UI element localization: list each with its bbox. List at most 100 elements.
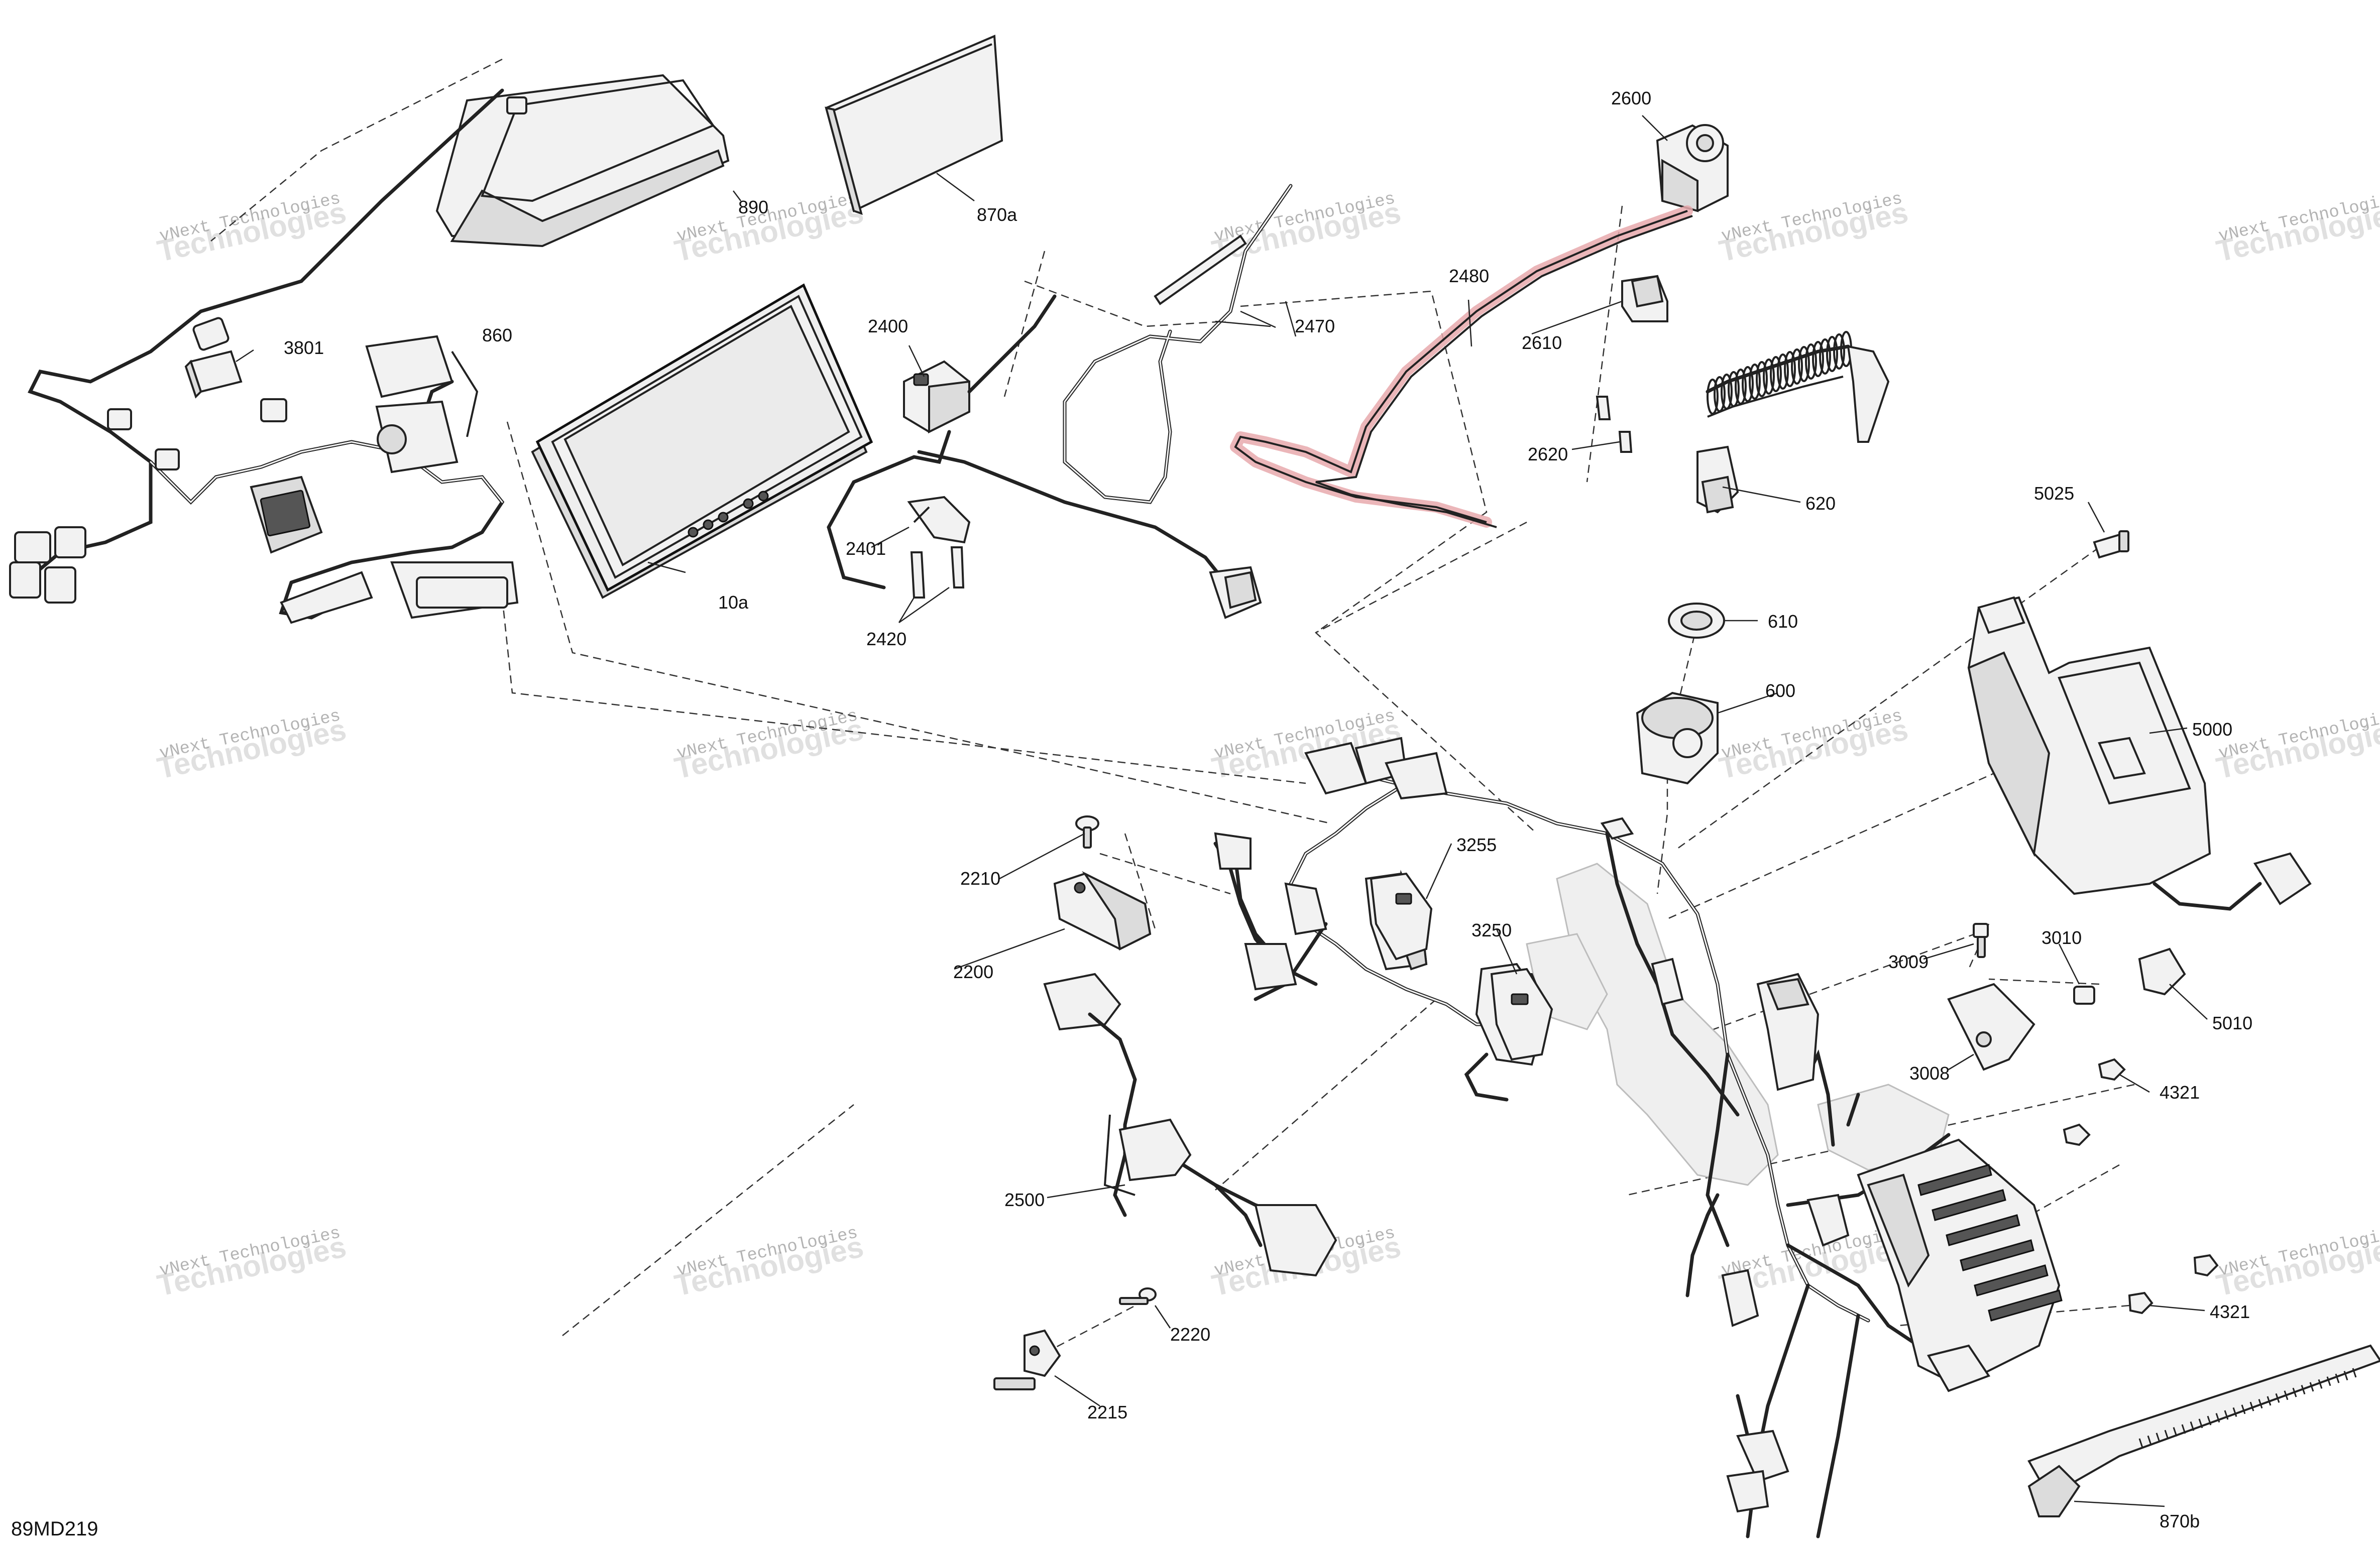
label-3250: 3250 [1471,920,1512,940]
part-3009-screw [1973,923,1989,958]
part-2220-screw [1119,1287,1157,1305]
label-2600: 2600 [1611,88,1651,108]
coil-loop [1812,341,1824,377]
strap-tooth [2275,1393,2280,1403]
coil-loop [1833,333,1845,370]
label-2610: 2610 [1522,332,1562,353]
part-2620-screws [1596,396,1633,453]
part-2210-screw [1075,815,1099,849]
strap-tooth [2292,1387,2297,1397]
strap-tooth [2352,1368,2357,1378]
leader-lines [236,115,2208,1507]
strap-tooth [2318,1379,2323,1389]
label-3010: 3010 [2042,927,2082,948]
strap-tooth [2343,1371,2348,1381]
label-3255: 3255 [1456,835,1497,855]
label-2400: 2400 [868,316,908,336]
strap-tooth [2173,1427,2178,1437]
coil-loop [1791,348,1803,385]
fuse-slot [1932,1189,2006,1221]
strap-tooth [2224,1410,2229,1420]
label-2470: 2470 [1295,316,1335,336]
coil-loop [1756,361,1768,397]
part-610-nut [1668,603,1725,639]
label-2620: 2620 [1528,444,1568,464]
part-2480-wire-highlighted [1230,205,1693,528]
strap-tooth [2249,1401,2254,1411]
strap-tooth [2284,1390,2289,1400]
label-2420: 2420 [866,629,906,649]
part-2401-clip [907,496,971,544]
strap-tooth [2232,1407,2237,1417]
coil-loop [1784,351,1796,387]
coil-loop [1721,374,1733,410]
strap-tooth [2335,1373,2340,1383]
part-620-tether [1696,331,1890,514]
coil-loop [1798,346,1810,382]
strap-tooth [2309,1382,2314,1392]
fuse-slot [1960,1239,2034,1271]
label-10a: 10a [718,592,749,613]
coil-loop [1770,356,1782,392]
part-5025-screw [2093,530,2129,559]
coil-loop [1707,379,1719,415]
fuse-slot [1917,1164,1992,1196]
part-3008-bracket [1947,983,2035,1071]
label-620: 620 [1805,493,1836,514]
label-4321-lower: 4321 [2210,1301,2250,1322]
fuse-slot [1946,1214,2020,1246]
coil-loop [1728,371,1740,407]
label-5010: 5010 [2212,1013,2252,1033]
label-860: 860 [482,325,512,345]
label-870a: 870a [977,204,1017,225]
part-2400-switch [827,294,1227,589]
label-610: 610 [1768,611,1798,632]
label-890: 890 [738,197,768,217]
label-2401: 2401 [846,538,886,559]
label-3009: 3009 [1888,952,1929,972]
coil-loop [1714,376,1726,412]
label-2215: 2215 [1087,1402,1127,1422]
part-2610-bracket [1621,275,1668,322]
part-2600-socket [1656,124,1729,212]
figure-code: 89MD219 [11,1518,98,1540]
strap-tooth [2164,1430,2169,1440]
strap-tooth [2215,1413,2220,1423]
part-4321-nuts [2063,1058,2219,1315]
label-5000: 5000 [2192,719,2232,740]
label-600: 600 [1765,680,1795,701]
coil-loop [1735,369,1747,405]
label-3008: 3008 [1909,1063,1950,1084]
coil-loop [1819,338,1831,375]
label-2220: 2220 [1170,1324,1210,1345]
part-2470-cable [1063,184,1293,504]
strap-tooth [2301,1385,2306,1395]
label-4321-upper: 4321 [2160,1082,2200,1103]
connector-2400-plug [1209,566,1262,619]
part-3010-nut [2073,986,2095,1005]
part-5010-clip [2138,947,2186,996]
part-10a-display [531,283,873,599]
coil-loop [1805,343,1817,380]
strap-tooth [2266,1396,2272,1406]
label-870b: 870b [2160,1511,2200,1531]
part-600-keyswitch [1636,691,1719,785]
coil-loop [1763,359,1775,395]
fuse-slot [1988,1289,2063,1322]
label-5025: 5025 [2034,483,2074,504]
strap-tooth [2156,1433,2161,1443]
label-2210: 2210 [960,868,1000,889]
strap-tooth [2190,1421,2195,1431]
part-3255-relay [1370,872,1433,961]
strap-tooth [2147,1435,2152,1445]
strap-tooth [2181,1424,2186,1434]
